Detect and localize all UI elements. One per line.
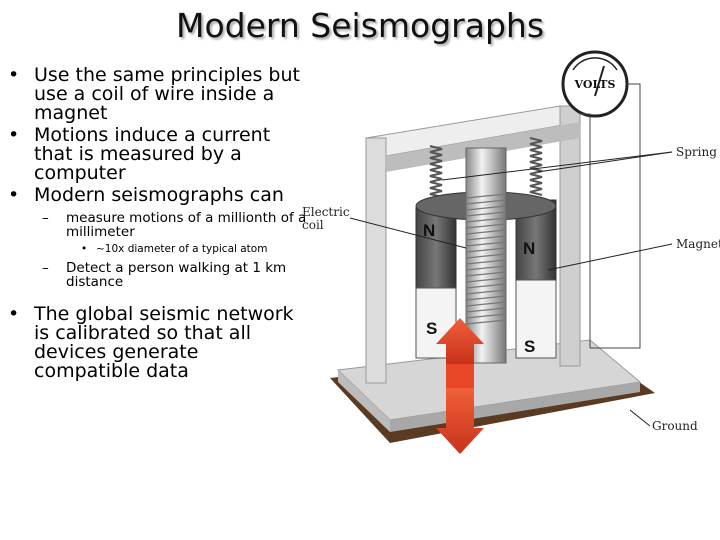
electric-coil-label-2: coil <box>302 218 324 232</box>
voltmeter-icon: VOLTS <box>561 50 629 118</box>
motion-arrow-icon <box>436 318 484 364</box>
pole-n-left: N <box>423 221 435 240</box>
electric-coil <box>465 193 507 325</box>
spring-label: Spring <box>676 145 717 159</box>
frame <box>364 105 582 384</box>
slide-title: Modern Seismographs <box>175 6 545 45</box>
bullet-item: •Motions induce a current that is measur… <box>8 124 271 184</box>
spring-right <box>529 137 543 196</box>
bullet-list: •Use the same principles but use a coil … <box>0 66 310 384</box>
pole-s-left: S <box>426 319 437 338</box>
sub-sub-bullet-item: •~10x diameter of a typical atom <box>81 243 268 255</box>
voltmeter-label: VOLTS <box>574 78 616 91</box>
bullet-item: •Use the same principles but use a coil … <box>8 64 300 124</box>
sub-bullet-item: –measure motions of a millionth of a mil… <box>42 210 307 240</box>
magnet-label: Magnet <box>676 237 720 251</box>
spring-left <box>429 145 443 204</box>
electric-coil-label-1: Electric <box>302 205 350 219</box>
sub-bullet-item: –Detect a person walking at 1 km distanc… <box>42 260 287 290</box>
seismograph-diagram: N N S S VOLTS Spring Electric coil Magne… <box>302 50 720 454</box>
bullet-item: •Modern seismographs can <box>8 184 284 206</box>
bullet-item: •The global seismic network is calibrate… <box>8 303 294 382</box>
magnet <box>415 191 557 359</box>
pole-n-right: N <box>523 239 535 258</box>
pole-s-right: S <box>524 337 535 356</box>
ground-label: Ground <box>652 419 698 433</box>
